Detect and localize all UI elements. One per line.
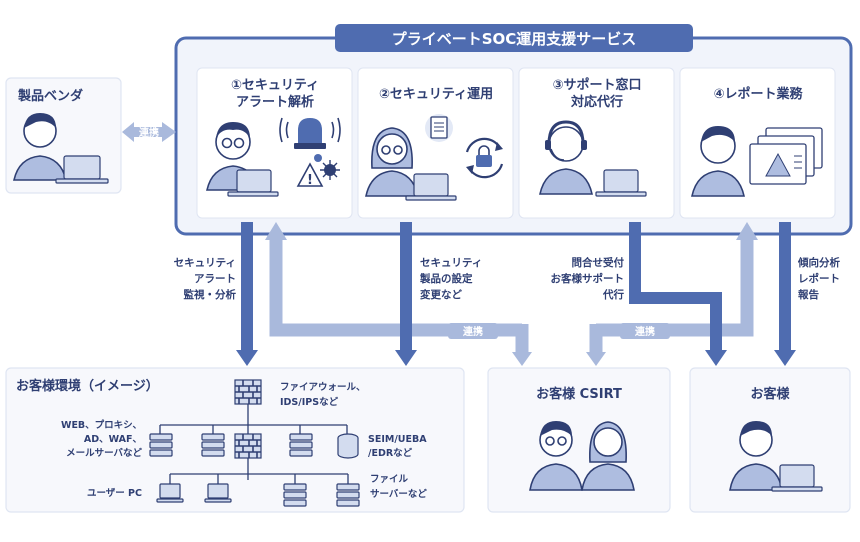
virus-icon xyxy=(314,154,340,180)
vendor-link-label: 連携 xyxy=(139,126,159,139)
firewall-icon xyxy=(234,379,262,405)
server-icon-siem xyxy=(289,433,313,457)
env-web-line1: WEB、プロキシ、 xyxy=(61,419,142,431)
flow-arrowhead-3 xyxy=(705,350,727,366)
env-web-line2: AD、WAF、 xyxy=(84,434,142,445)
flow-2-line1: セキュリティ xyxy=(420,257,482,269)
flow-arrowhead-4 xyxy=(774,350,796,366)
env-firewall-line1: ファイアウォール、 xyxy=(280,382,366,393)
server-icon-web xyxy=(149,433,173,457)
customer-person-icon xyxy=(729,421,823,492)
user-pc-icon-2 xyxy=(204,483,232,503)
link-badge-right xyxy=(620,323,670,339)
env-file-line1: ファイル xyxy=(370,474,409,485)
user-pc-icon-1 xyxy=(156,483,184,503)
link-badge-right-label: 連携 xyxy=(635,325,655,338)
return-arrowhead-right xyxy=(736,222,758,240)
flow-1-line1: セキュリティ xyxy=(174,257,236,269)
env-siem-line1: SEIM/UEBA xyxy=(368,434,427,445)
flow-3-line2: お客様サポート xyxy=(551,272,625,285)
flow-arrow-3 xyxy=(629,222,722,352)
vendor-title: 製品ベンダ xyxy=(17,88,83,104)
database-icon xyxy=(337,433,359,459)
env-firewall-line2: IDS/IPSなど xyxy=(280,396,339,408)
flow-2-line2: 製品の設定 xyxy=(419,272,473,285)
flow-1-line2: アラート xyxy=(194,273,236,285)
svg-text:!: ! xyxy=(307,173,313,188)
flow-arrowhead-1 xyxy=(236,350,258,366)
operator-icon xyxy=(365,127,457,201)
csirt-arrowhead-left xyxy=(512,352,532,366)
env-siem-line2: /EDRなど xyxy=(368,447,413,459)
env-title: お客様環境（イメージ） xyxy=(16,378,159,394)
env-user-pc: ユーザー PC xyxy=(87,488,142,499)
service-title-box xyxy=(335,24,693,52)
flow-arrowhead-2 xyxy=(395,350,417,366)
return-arrowhead-left xyxy=(265,222,287,240)
flow-3-line3: 代行 xyxy=(602,288,624,301)
service-4-title: ④レポート業務 xyxy=(713,86,803,102)
lock-sync-icon xyxy=(465,137,504,179)
warning-icon: ! xyxy=(296,162,324,188)
file-server-icon-2 xyxy=(336,483,360,507)
service-3-line2: 対応代行 xyxy=(570,94,623,110)
reporter-icon xyxy=(691,126,745,197)
service-1-line1: ①セキュリティ xyxy=(231,78,319,93)
file-server-icon-1 xyxy=(283,483,307,507)
flow-4-line3: 報告 xyxy=(798,288,819,301)
server-icon-ad xyxy=(201,433,225,457)
return-path-left xyxy=(269,236,522,337)
env-file-line2: サーバーなど xyxy=(370,488,427,500)
env-web-line3: メールサーバなど xyxy=(66,447,142,459)
flow-3-line1: 問合せ受付 xyxy=(572,256,625,269)
flow-4-line1: 傾向分析 xyxy=(797,256,840,269)
csirt-team-icon xyxy=(529,421,635,491)
alarm-light-icon xyxy=(279,117,341,149)
service-title: プライベートSOC運用支援サービス xyxy=(392,30,637,48)
vendor-link-arrow xyxy=(122,122,176,142)
service-3-line1: ③サポート窓口 xyxy=(552,77,641,93)
service-2-title: ②セキュリティ運用 xyxy=(379,87,493,102)
csirt-arrowhead-right xyxy=(586,352,606,366)
service-1-line2: アラート解析 xyxy=(236,94,314,110)
link-badge-left xyxy=(448,323,498,339)
flow-4-line2: レポート xyxy=(798,272,840,285)
link-badge-left-label: 連携 xyxy=(463,325,483,338)
support-agent-icon xyxy=(539,120,647,197)
customer-title: お客様 xyxy=(750,386,790,402)
firewall-icon-2 xyxy=(234,433,262,459)
csirt-title: お客様 CSIRT xyxy=(536,386,622,402)
flow-2-line3: 変更など xyxy=(420,288,462,301)
vendor-person-icon xyxy=(12,113,109,184)
document-icon xyxy=(425,114,453,142)
flow-1-line3: 監視・分析 xyxy=(184,288,237,301)
analyst-icon xyxy=(205,122,279,197)
report-documents-icon xyxy=(749,127,823,185)
